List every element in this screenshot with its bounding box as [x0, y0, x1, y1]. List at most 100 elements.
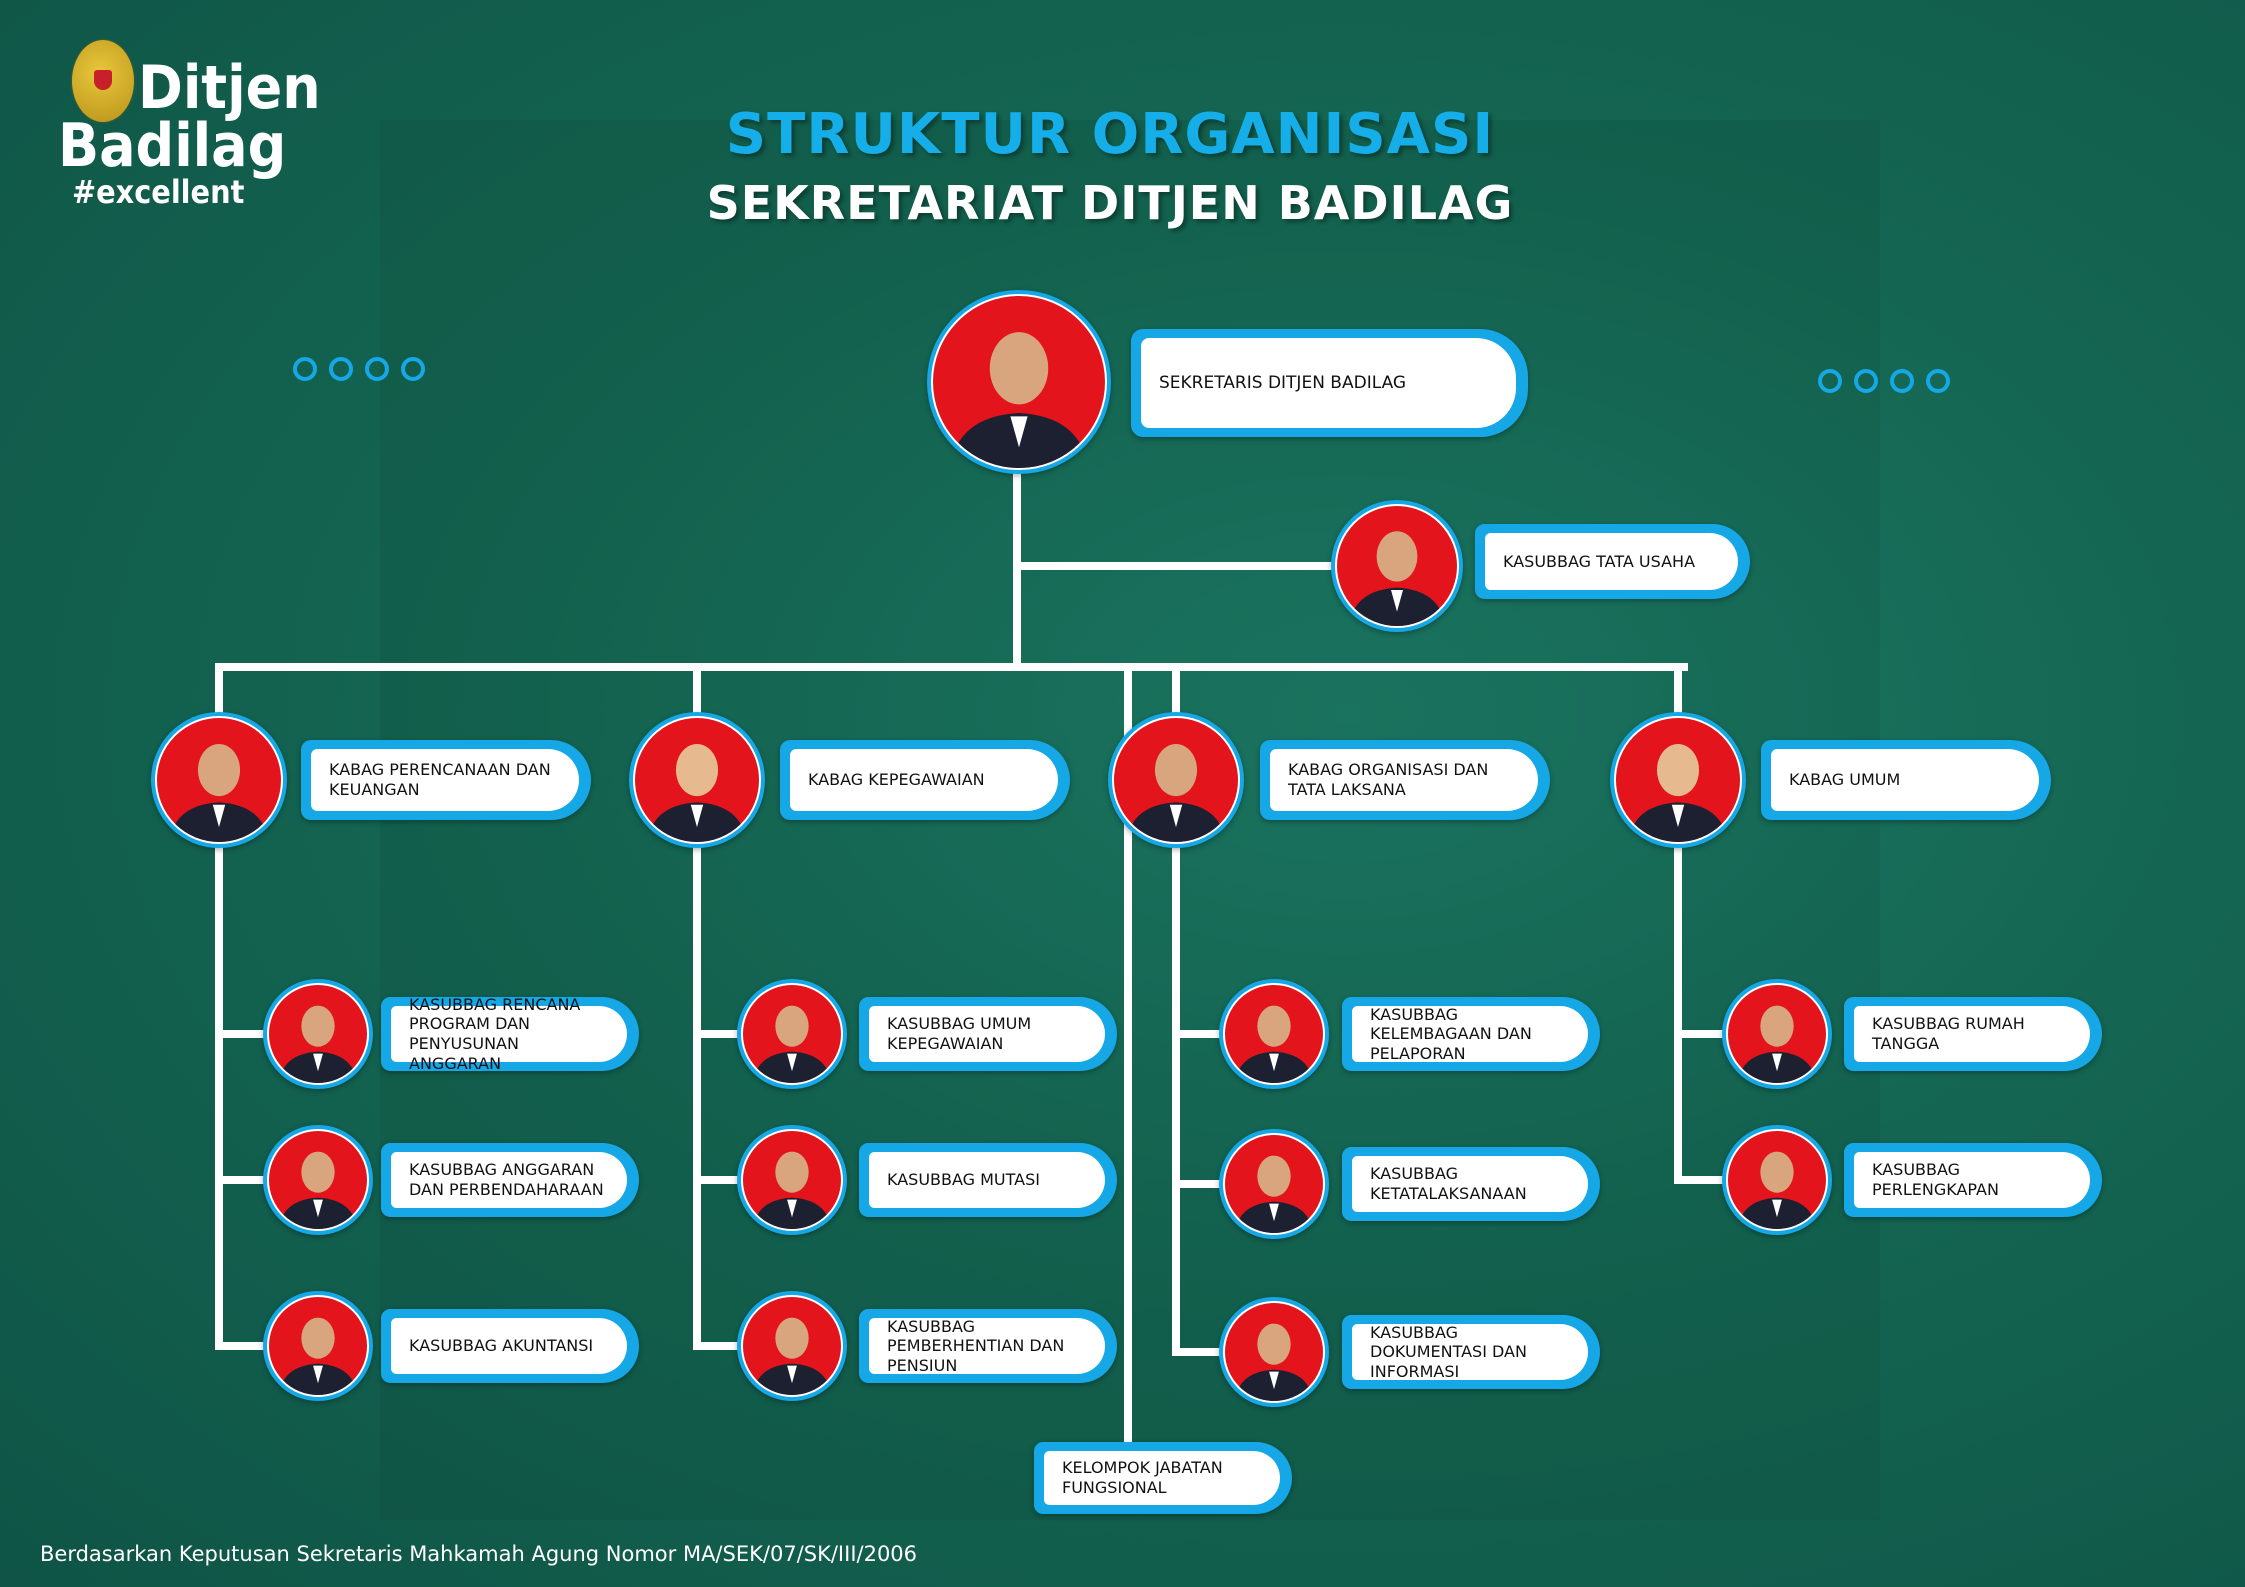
person-silhouette-icon: [278, 1005, 358, 1083]
person-silhouette-icon: [752, 1317, 832, 1395]
connector-line: [219, 1030, 269, 1038]
portrait-photo: [1726, 1129, 1828, 1231]
position-kasubbag: KASUBBAG DOKUMENTASI DAN INFORMASI: [1342, 1315, 1600, 1389]
connector-line: [1124, 667, 1132, 1445]
position-title: KABAG PERENCANAAN DAN KEUANGAN: [329, 760, 551, 799]
person-silhouette-icon: [1234, 1155, 1314, 1233]
portrait-photo: [633, 716, 761, 844]
portrait-kasubbag: [1722, 979, 1832, 1089]
logo-line2: Badilag: [58, 111, 287, 181]
portrait-sekretaris: [927, 290, 1111, 474]
portrait-photo: [741, 1295, 843, 1397]
position-kasubbag: KASUBBAG KETATALAKSANAAN: [1342, 1147, 1600, 1221]
person-silhouette-icon: [1628, 744, 1728, 842]
position-title: KASUBBAG KELEMBAGAAN DAN PELAPORAN: [1370, 1004, 1532, 1063]
label-box-inner: KASUBBAG MUTASI: [869, 1152, 1105, 1208]
person-silhouette-icon: [278, 1317, 358, 1395]
label-box-inner: KABAG UMUM: [1771, 749, 2039, 811]
portrait-photo: [1223, 983, 1325, 1085]
position-sekretaris: SEKRETARIS DITJEN BADILAG: [1131, 329, 1528, 437]
position-kasubbag: KASUBBAG RUMAH TANGGA: [1844, 997, 2102, 1071]
portrait-kabag: [629, 712, 765, 848]
portrait-photo: [1112, 716, 1240, 844]
portrait-photo: [267, 1295, 369, 1397]
position-title: KASUBBAG PERLENGKAPAN: [1872, 1160, 1999, 1199]
label-box-inner: KASUBBAG RUMAH TANGGA: [1854, 1006, 2090, 1062]
label-box-inner: KASUBBAG UMUM KEPEGAWAIAN: [869, 1006, 1105, 1062]
page-title: STRUKTUR ORGANISASI: [725, 102, 1495, 167]
position-kasubbag: KASUBBAG KELEMBAGAAN DAN PELAPORAN: [1342, 997, 1600, 1071]
connector-line: [1678, 1176, 1728, 1184]
position-title: KASUBBAG RENCANA PROGRAM DAN PENYUSUNAN …: [409, 994, 581, 1073]
position-kabag: KABAG UMUM: [1761, 740, 2051, 820]
position-kasubbag: KASUBBAG AKUNTANSI: [381, 1309, 639, 1383]
logo-line1: Ditjen: [138, 53, 321, 123]
label-box-inner: KABAG PERENCANAAN DAN KEUANGAN: [311, 749, 579, 811]
connector-line: [697, 1176, 747, 1184]
page-subtitle: SEKRETARIAT DITJEN BADILAG: [706, 176, 1514, 230]
connector-line: [1674, 663, 1682, 1184]
label-box-inner: KASUBBAG KELEMBAGAAN DAN PELAPORAN: [1352, 1004, 1588, 1063]
label-box-inner: KASUBBAG PERLENGKAPAN: [1854, 1152, 2090, 1208]
person-silhouette-icon: [1234, 1323, 1314, 1401]
position-kasubbag: KASUBBAG PEMBERHENTIAN DAN PENSIUN: [859, 1309, 1117, 1383]
label-box-inner: KASUBBAG DOKUMENTASI DAN INFORMASI: [1352, 1322, 1588, 1381]
connector-line: [219, 1342, 269, 1350]
position-kasubbag: KASUBBAG PERLENGKAPAN: [1844, 1143, 2102, 1217]
decorative-dot-icon: [1926, 369, 1950, 393]
person-silhouette-icon: [1349, 531, 1445, 626]
position-title: KASUBBAG ANGGARAN DAN PERBENDAHARAAN: [409, 1160, 604, 1199]
portrait-kasubbag: [263, 1125, 373, 1235]
decorative-dot-icon: [293, 357, 317, 381]
portrait-photo: [267, 1129, 369, 1231]
portrait-kabag: [151, 712, 287, 848]
person-silhouette-icon: [752, 1151, 832, 1229]
connector-line: [1013, 470, 1021, 670]
connector-line: [1172, 663, 1180, 1356]
position-title: KABAG UMUM: [1789, 770, 1901, 790]
decorative-dot-icon: [1818, 369, 1842, 393]
position-title: KASUBBAG DOKUMENTASI DAN INFORMASI: [1370, 1322, 1527, 1381]
position-title: KASUBBAG TATA USAHA: [1503, 551, 1696, 571]
label-box-inner: KELOMPOK JABATAN FUNGSIONAL: [1044, 1451, 1280, 1505]
position-kasubbag-tata-usaha: KASUBBAG TATA USAHA: [1475, 524, 1750, 599]
position-title: KASUBBAG PEMBERHENTIAN DAN PENSIUN: [887, 1316, 1065, 1375]
position-title: KASUBBAG KETATALAKSANAAN: [1370, 1164, 1527, 1203]
portrait-kasubbag-tata-usaha: [1331, 500, 1463, 632]
connector-line: [215, 663, 1688, 671]
label-box-inner: SEKRETARIS DITJEN BADILAG: [1141, 338, 1516, 428]
position-title: KASUBBAG UMUM KEPEGAWAIAN: [887, 1014, 1032, 1053]
person-silhouette-icon: [950, 332, 1088, 468]
connector-line: [1176, 1180, 1226, 1188]
portrait-kasubbag: [1219, 1297, 1329, 1407]
position-title: KASUBBAG RUMAH TANGGA: [1872, 1014, 2025, 1053]
person-silhouette-icon: [1234, 1005, 1314, 1083]
position-title: KASUBBAG MUTASI: [887, 1170, 1040, 1190]
portrait-photo: [931, 294, 1107, 470]
portrait-photo: [741, 983, 843, 1085]
person-silhouette-icon: [169, 744, 269, 842]
decorative-dot-icon: [401, 357, 425, 381]
ditjen-badilag-logo: Ditjen Badilag #excellent: [58, 36, 321, 216]
position-kelompok-jabatan-fungsional: KELOMPOK JABATAN FUNGSIONAL: [1034, 1442, 1292, 1514]
portrait-photo: [741, 1129, 843, 1231]
portrait-kasubbag: [1219, 1129, 1329, 1239]
label-box-inner: KASUBBAG PEMBERHENTIAN DAN PENSIUN: [869, 1316, 1105, 1375]
mahkamah-agung-seal-icon: [72, 40, 134, 122]
position-kabag: KABAG PERENCANAAN DAN KEUANGAN: [301, 740, 591, 820]
label-box-inner: KASUBBAG TATA USAHA: [1485, 533, 1738, 590]
connector-line: [1678, 1030, 1728, 1038]
position-kasubbag: KASUBBAG RENCANA PROGRAM DAN PENYUSUNAN …: [381, 994, 639, 1073]
label-box-inner: KASUBBAG AKUNTANSI: [391, 1318, 627, 1374]
person-silhouette-icon: [1737, 1151, 1817, 1229]
portrait-kasubbag: [1219, 979, 1329, 1089]
label-box-inner: KASUBBAG KETATALAKSANAAN: [1352, 1156, 1588, 1212]
person-silhouette-icon: [1126, 744, 1226, 842]
label-box-inner: KASUBBAG ANGGARAN DAN PERBENDAHARAAN: [391, 1152, 627, 1208]
portrait-kasubbag: [263, 1291, 373, 1401]
label-box-inner: KABAG KEPEGAWAIAN: [790, 749, 1058, 811]
connector-line: [693, 663, 701, 1350]
connector-line: [697, 1342, 747, 1350]
person-silhouette-icon: [278, 1151, 358, 1229]
portrait-photo: [267, 983, 369, 1085]
